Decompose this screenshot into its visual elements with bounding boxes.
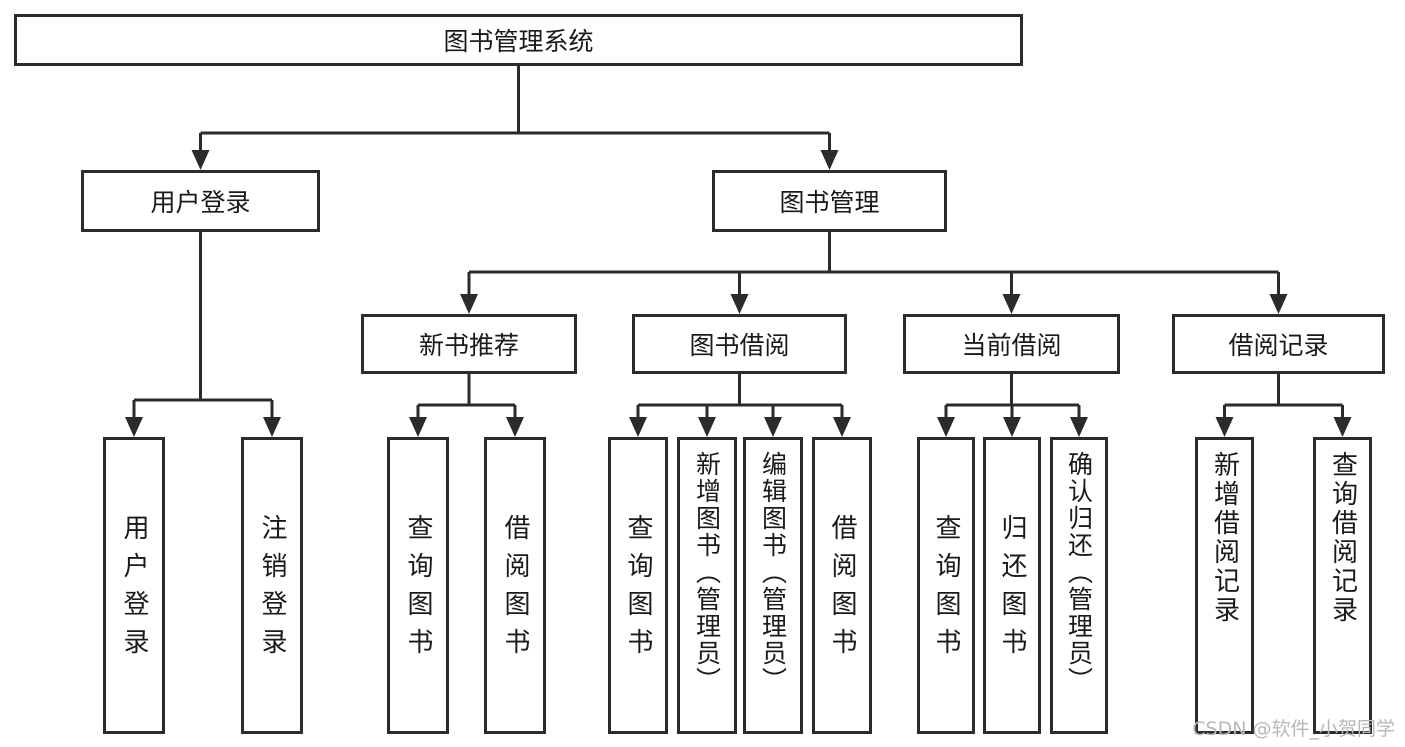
edge-new-book <box>409 374 524 437</box>
edge-book-manage <box>460 232 1288 314</box>
node-box-leaf-add-borrow-record[interactable] <box>1195 437 1254 734</box>
node-box-book-manage[interactable] <box>712 170 947 232</box>
node-box-book-borrow[interactable] <box>632 314 847 374</box>
node-box-borrow-record[interactable] <box>1172 314 1385 374</box>
node-box-leaf-edit-book-admin[interactable] <box>743 437 803 734</box>
edge-book-borrow <box>629 374 851 437</box>
node-box-leaf-query-book-current[interactable] <box>917 437 975 734</box>
node-box-leaf-borrow-book[interactable] <box>812 437 872 734</box>
node-box-root[interactable] <box>14 14 1023 66</box>
node-box-leaf-query-book-borrow[interactable] <box>608 437 668 734</box>
edge-user-login <box>125 232 281 437</box>
node-box-leaf-borrow-book-new[interactable] <box>484 437 546 734</box>
edge-borrow-record <box>1215 374 1352 437</box>
node-box-leaf-add-book-admin[interactable] <box>677 437 737 734</box>
node-box-leaf-user-login[interactable] <box>103 437 165 734</box>
edge-root-to-level2 <box>191 66 839 170</box>
node-box-current-borrow[interactable] <box>903 314 1120 374</box>
node-box-leaf-logout-login[interactable] <box>241 437 303 734</box>
node-box-leaf-query-book-new[interactable] <box>387 437 449 734</box>
node-box-new-book-recommend[interactable] <box>361 314 577 374</box>
edge-current-borrow <box>937 374 1088 437</box>
node-box-leaf-query-borrow-record[interactable] <box>1313 437 1372 734</box>
node-box-leaf-confirm-return[interactable] <box>1050 437 1108 734</box>
edge-layer <box>125 66 1352 437</box>
node-box-leaf-return-book[interactable] <box>983 437 1041 734</box>
box-layer <box>14 14 1385 734</box>
node-box-user-login[interactable] <box>81 170 320 232</box>
